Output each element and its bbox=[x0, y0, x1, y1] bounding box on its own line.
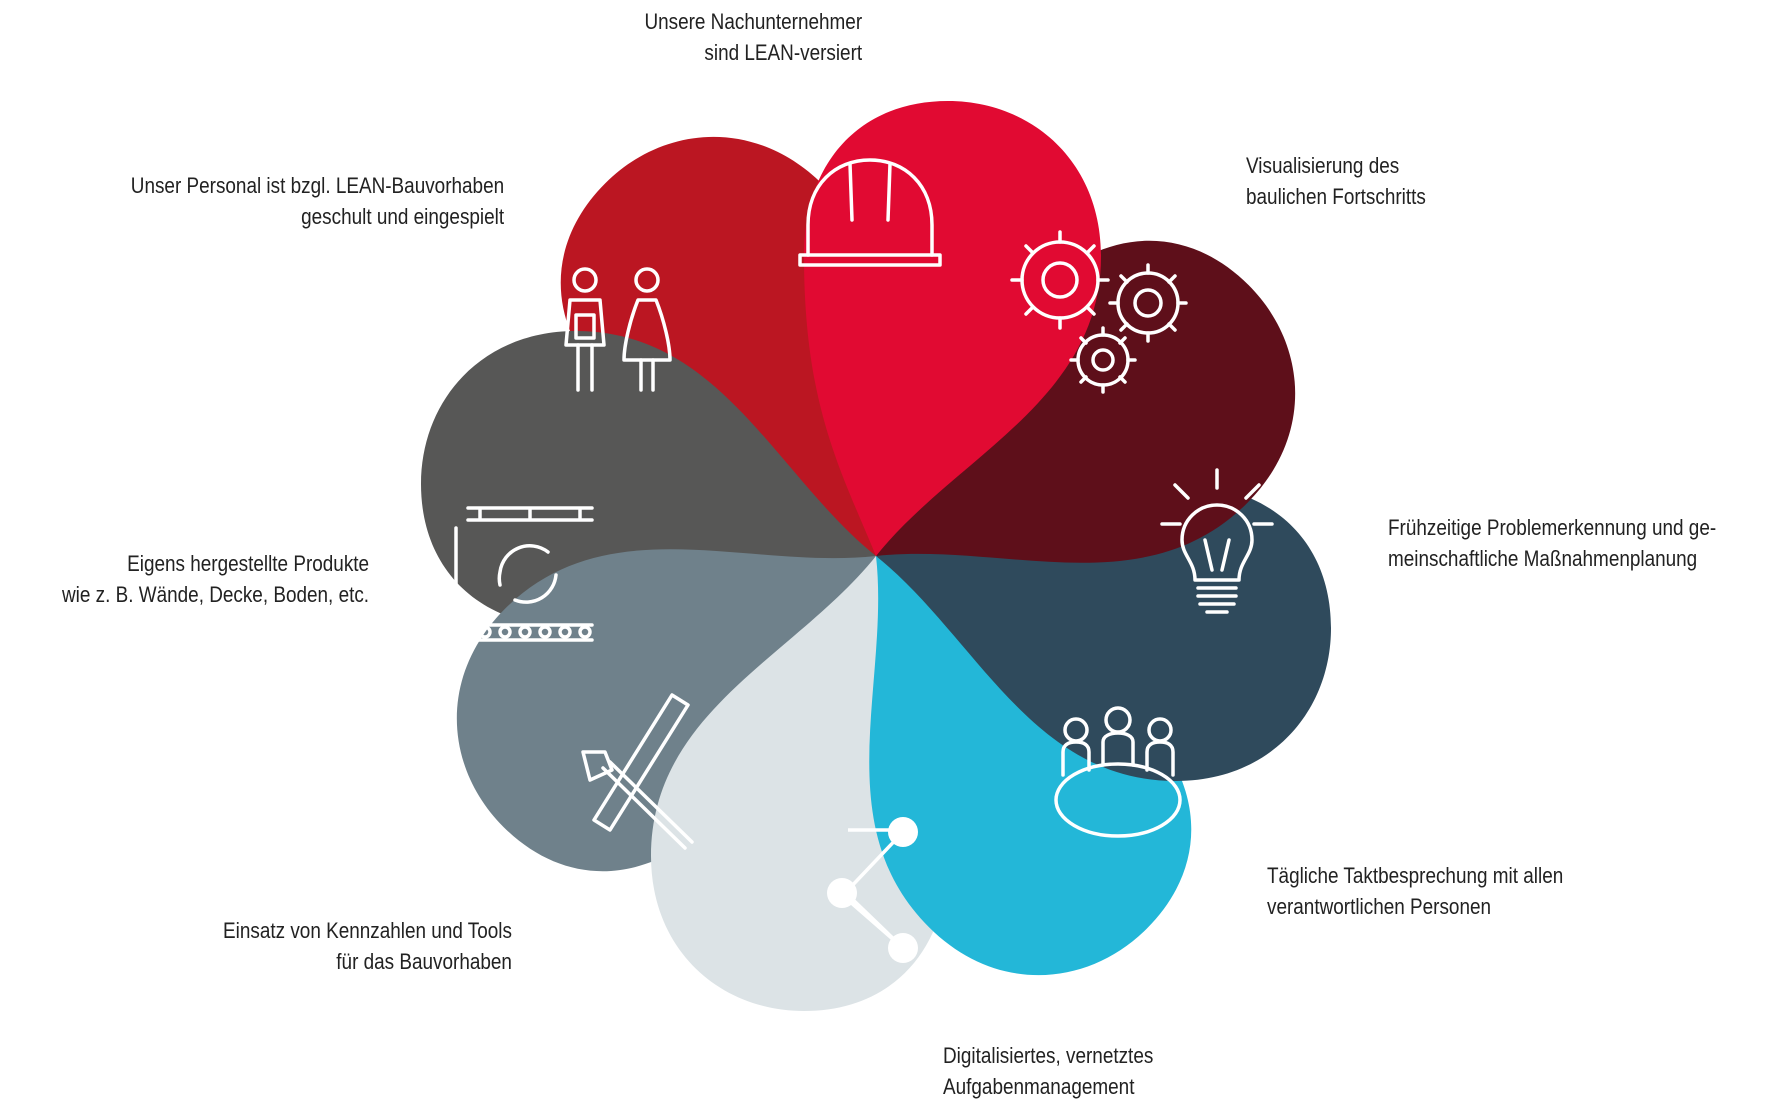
label-bottom: Digitalisiertes, vernetztes Aufgabenmana… bbox=[943, 1040, 1153, 1102]
label-top-left: Unser Personal ist bzgl. LEAN-Bauvorhabe… bbox=[131, 170, 504, 232]
label-bottom-right-line-2: verantwortlichen Personen bbox=[1267, 894, 1492, 919]
label-left-line-1: Eigens hergestellte Produkte bbox=[127, 551, 369, 576]
label-top-line-2: sind LEAN-versiert bbox=[704, 40, 862, 65]
label-top-right-line-1: Visualisierung des bbox=[1246, 153, 1400, 178]
label-right: Frühzeitige Problemerkennung und ge- mei… bbox=[1388, 512, 1716, 574]
label-bottom-line-2: Aufgabenmanagement bbox=[943, 1074, 1135, 1099]
label-top-left-line-1: Unser Personal ist bzgl. LEAN-Bauvorhabe… bbox=[130, 173, 504, 198]
lightbulb-icon bbox=[1160, 468, 1274, 614]
label-bottom-right-line-1: Tägliche Taktbesprechung mit allen bbox=[1267, 863, 1564, 888]
prefab-cycle-icon bbox=[454, 506, 594, 642]
label-right-line-2: meinschaftliche Maßnahmenplanung bbox=[1388, 546, 1698, 571]
label-bottom-left-line-1: Einsatz von Kennzahlen und Tools bbox=[223, 918, 512, 943]
hard-hat-icon bbox=[798, 158, 942, 267]
gears-icon bbox=[1010, 230, 1188, 394]
workers-icon bbox=[564, 267, 672, 392]
hammer-nail-icon bbox=[581, 693, 694, 850]
label-bottom-left: Einsatz von Kennzahlen und Tools für das… bbox=[223, 915, 512, 977]
label-top-line-1: Unsere Nachunternehmer bbox=[644, 9, 862, 34]
label-top-right-line-2: baulichen Fortschritts bbox=[1246, 184, 1426, 209]
label-right-line-1: Frühzeitige Problemerkennung und ge- bbox=[1388, 515, 1717, 540]
label-left-line-2: wie z. B. Wände, Decke, Boden, etc. bbox=[61, 582, 369, 607]
label-top-right: Visualisierung des baulichen Fortschritt… bbox=[1246, 150, 1426, 212]
label-bottom-left-line-2: für das Bauvorhaben bbox=[336, 949, 512, 974]
label-top-left-line-2: geschult und eingespielt bbox=[300, 204, 504, 229]
label-top: Unsere Nachunternehmer sind LEAN-versier… bbox=[644, 6, 862, 68]
label-bottom-line-1: Digitalisiertes, vernetztes bbox=[943, 1043, 1154, 1068]
share-network-icon bbox=[827, 817, 918, 963]
meeting-table-icon bbox=[1054, 706, 1182, 838]
label-bottom-right: Tägliche Taktbesprechung mit allen veran… bbox=[1267, 860, 1563, 922]
label-left: Eigens hergestellte Produkte wie z. B. W… bbox=[62, 548, 369, 610]
